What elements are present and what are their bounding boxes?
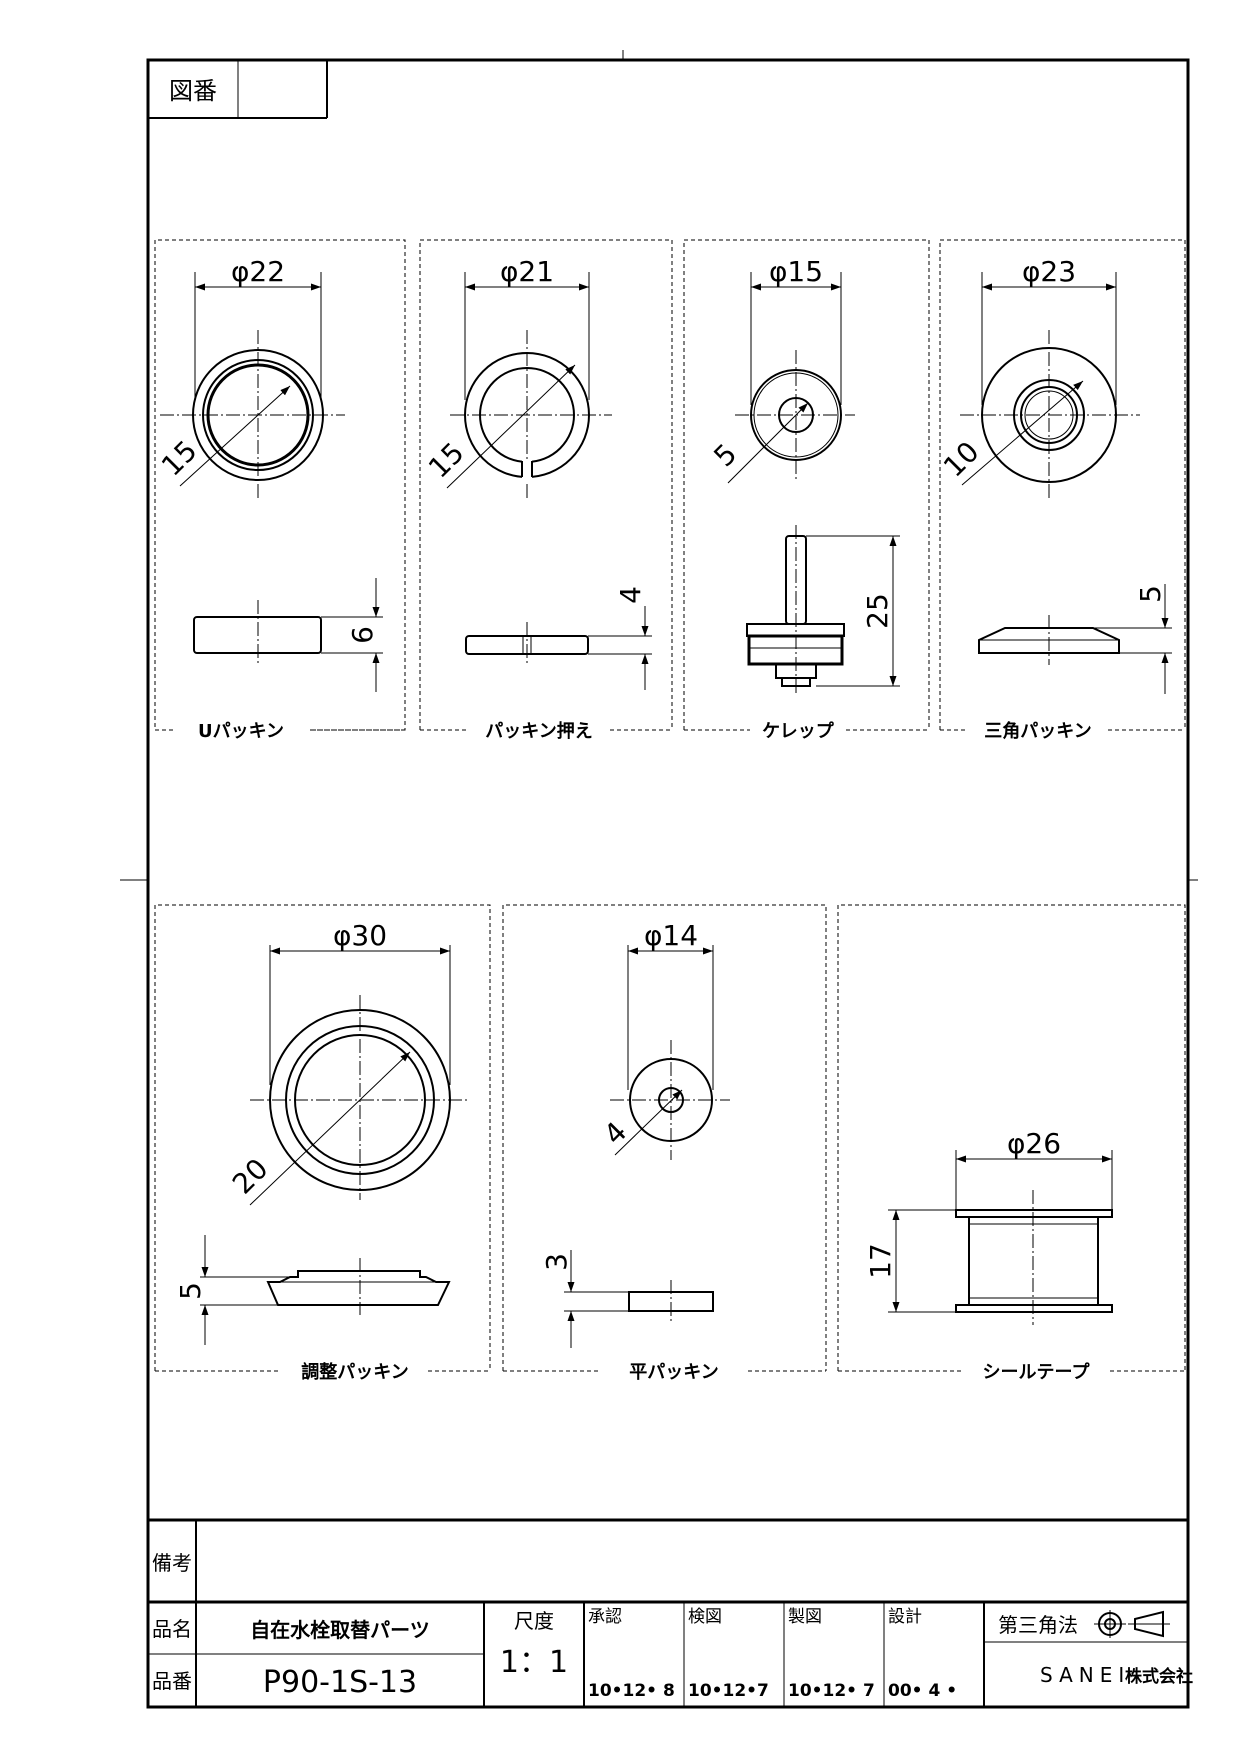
- dim-diameter-flat-packing: φ14: [644, 919, 698, 952]
- dim-height-seal-tape: 17: [864, 1243, 897, 1279]
- part-panel-adjusting-packing: 調整パッキン φ30 20 5: [154, 904, 491, 1383]
- drawing-label: 製図: [788, 1607, 822, 1627]
- check-label: 検図: [688, 1607, 722, 1627]
- scale-label: 尺度: [514, 1609, 554, 1633]
- part-panel-seal-tape: シールテープ φ26 17: [837, 904, 1186, 1383]
- dim-diameter-kerep: φ15: [769, 255, 823, 288]
- design-label: 設計: [888, 1607, 922, 1627]
- dim-height-packing-retainer: 4: [614, 586, 647, 604]
- drawing-number-box: 図番: [148, 60, 328, 119]
- dim-height-triangle-packing: 5: [1134, 585, 1167, 603]
- dim-height-u-packing: 6: [346, 626, 379, 644]
- title-block: 備考 品名 自在水栓取替パーツ 品番 P90-1S-13 尺度 1：1 承認 1…: [148, 1518, 1193, 1707]
- part-label-u-packing: Uパッキン: [198, 721, 284, 742]
- dim-inner-packing-retainer: 15: [422, 436, 471, 485]
- dim-diameter-triangle-packing: φ23: [1022, 255, 1076, 288]
- dim-diameter-packing-retainer: φ21: [500, 255, 554, 288]
- dim-diameter-adjusting-packing: φ30: [333, 919, 387, 952]
- dim-height-flat-packing: 3: [540, 1253, 573, 1271]
- part-label-kerep: ケレップ: [762, 720, 835, 742]
- part-label-adjusting-packing: 調整パッキン: [301, 1361, 408, 1383]
- product-no-label: 品番: [152, 1669, 192, 1693]
- part-label-flat-packing: 平パッキン: [629, 1362, 718, 1383]
- drawing-number-label: 図番: [169, 77, 217, 105]
- company-suffix: 株式会社: [1125, 1666, 1193, 1687]
- dim-diameter-seal-tape: φ26: [1007, 1127, 1061, 1160]
- dim-height-adjusting-packing: 5: [174, 1282, 207, 1300]
- dim-height-kerep: 25: [861, 593, 894, 629]
- part-panel-u-packing: Uパッキン φ22 15 6: [154, 239, 406, 742]
- scale-value: 1：1: [500, 1645, 568, 1680]
- approval-label: 承認: [588, 1607, 622, 1627]
- product-no: P90-1S-13: [263, 1665, 417, 1700]
- product-name: 自在水栓取替パーツ: [250, 1618, 430, 1642]
- third-angle-projection-icon: [1094, 1610, 1170, 1638]
- part-panel-triangle-packing: 三角パッキン φ23 10 5: [937, 239, 1186, 742]
- company-name: SANEI: [1040, 1663, 1130, 1687]
- part-panel-flat-packing: 平パッキン φ14 4 3: [502, 904, 827, 1383]
- approval-date: 10•12• 8: [588, 1681, 675, 1701]
- check-date: 10•12•7: [688, 1681, 769, 1701]
- dim-inner-adjusting-packing: 20: [226, 1152, 275, 1201]
- design-date: 00• 4 •: [888, 1681, 957, 1701]
- remarks-label: 備考: [152, 1551, 192, 1575]
- product-name-label: 品名: [152, 1617, 192, 1641]
- part-label-triangle-packing: 三角パッキン: [984, 720, 1091, 742]
- dim-diameter-u-packing: φ22: [231, 255, 285, 288]
- part-label-seal-tape: シールテープ: [983, 1361, 1091, 1383]
- sheet-border: [146, 58, 1190, 1709]
- dim-inner-triangle-packing: 10: [937, 435, 986, 484]
- part-panel-kerep: ケレップ φ15 5 25: [683, 239, 930, 742]
- projection-label: 第三角法: [998, 1613, 1078, 1637]
- part-label-packing-retainer: パッキン押え: [485, 720, 592, 742]
- part-panel-packing-retainer: パッキン押え φ21 15 4: [419, 239, 673, 742]
- drawing-date: 10•12• 7: [788, 1681, 875, 1701]
- dim-inner-kerep: 5: [707, 437, 743, 473]
- dim-inner-u-packing: 15: [155, 434, 204, 483]
- dim-inner-flat-packing: 4: [597, 1115, 633, 1151]
